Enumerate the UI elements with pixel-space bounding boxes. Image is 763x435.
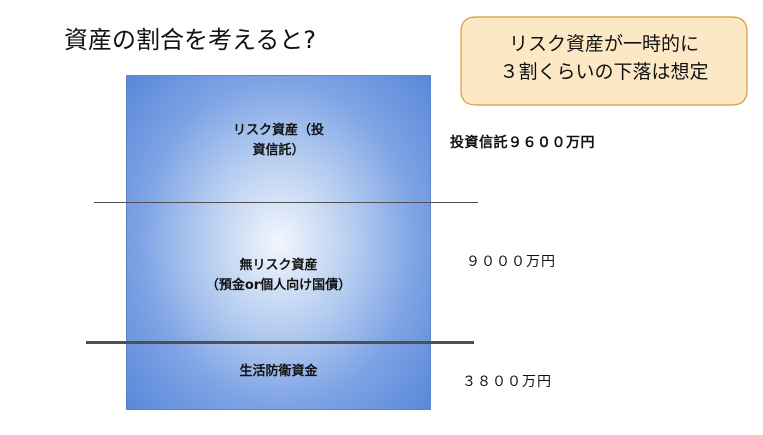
callout-text: リスク資産が一時的に ３割くらいの下落は想定 — [460, 30, 748, 86]
divider-riskfree-emergency — [86, 341, 474, 344]
callout-bubble-shape — [460, 16, 748, 106]
segment-label-line: リスク資産（投 — [232, 123, 324, 138]
segment-label-risk-assets: リスク資産（投 資信託） — [126, 121, 431, 161]
asset-allocation-box — [126, 75, 431, 410]
segment-label-line: 無リスク資産 — [239, 258, 318, 273]
segment-label-line: 生活防衛資金 — [239, 364, 318, 379]
amount-risk-assets: 投資信託９６００万円 — [450, 135, 595, 151]
page-title: 資産の割合を考えると? — [64, 26, 317, 54]
callout-line-1: リスク資産が一時的に — [508, 33, 699, 55]
segment-label-line: 資信託） — [252, 143, 305, 158]
segment-label-line: （預金or個人向け国債） — [205, 278, 352, 293]
speech-callout: リスク資産が一時的に ３割くらいの下落は想定 — [460, 16, 748, 106]
segment-label-emergency-fund: 生活防衛資金 — [126, 362, 431, 382]
callout-line-2: ３割くらいの下落は想定 — [499, 61, 709, 83]
amount-emergency-fund: ３８００万円 — [462, 374, 552, 390]
amount-riskfree-assets: ９０００万円 — [466, 254, 556, 270]
segment-label-riskfree-assets: 無リスク資産 （預金or個人向け国債） — [126, 256, 431, 296]
divider-risk-riskfree — [94, 202, 478, 203]
